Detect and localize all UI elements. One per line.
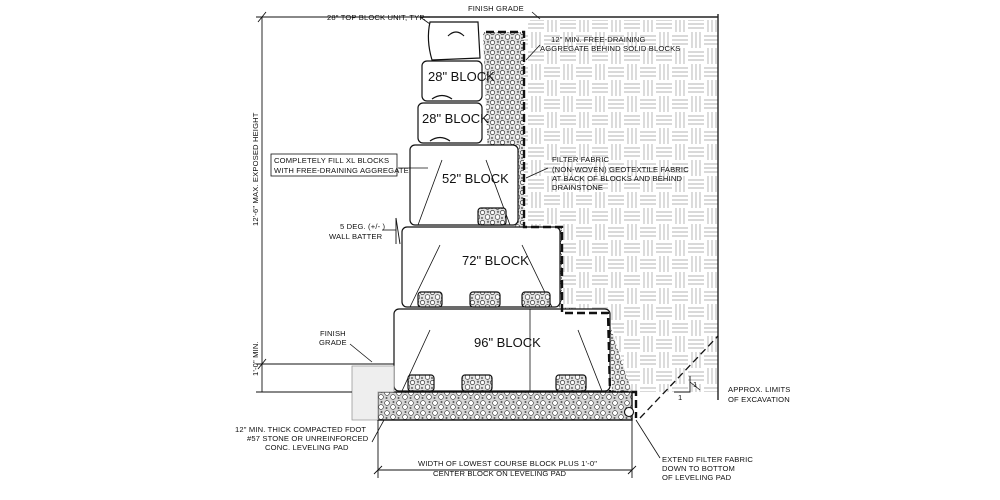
- leveling-pad-label-3: CONC. LEVELING PAD: [265, 443, 349, 452]
- top-block-unit-label: 28" TOP BLOCK UNIT, TYP.: [327, 13, 426, 22]
- finish-grade-label-2: GRADE: [319, 338, 347, 347]
- filter-fabric-label-3: AT BACK OF BLOCKS AND BEHIND: [552, 174, 682, 183]
- fill-xl-label-2: WITH FREE-DRAINING AGGREGATE: [274, 166, 409, 175]
- min-embed-dimension: [256, 364, 352, 393]
- fill-xl-label-1: COMPLETELY FILL XL BLOCKS: [274, 156, 389, 165]
- batter-indicator: [395, 217, 401, 245]
- block-96-label: 96" BLOCK: [474, 335, 541, 350]
- extend-fabric-label-2: DOWN TO BOTTOM: [662, 464, 735, 473]
- slope-rise-text: 1: [693, 380, 697, 389]
- filter-fabric-label-2: (NON-WOVEN) GEOTEXTILE FABRIC: [552, 165, 689, 174]
- block-course-28-top: [427, 21, 481, 61]
- batter-label-1: 5 DEG. (+/- ): [340, 222, 386, 231]
- free-draining-label-2: AGGREGATE BEHIND SOLID BLOCKS: [540, 44, 681, 53]
- block-course-96: [393, 308, 611, 392]
- min-embed-label: 1'-0" MIN.: [251, 341, 260, 376]
- free-draining-label-1: 12" MIN. FREE-DRAINING: [551, 35, 646, 44]
- extend-fabric-label-1: EXTEND FILTER FABRIC: [662, 455, 753, 464]
- leveling-pad: [377, 391, 635, 421]
- front-grade-soil: [351, 365, 395, 421]
- block-52-label: 52" BLOCK: [442, 171, 509, 186]
- finish-grade-top-label: FINISH GRADE: [468, 4, 524, 13]
- filter-fabric-label-1: FILTER FABRIC: [552, 155, 609, 164]
- batter-label-2: WALL BATTER: [329, 232, 383, 241]
- excavation-limit-line: [639, 335, 719, 419]
- leveling-pad-label-1: 12" MIN. THICK COMPACTED FDOT: [235, 425, 366, 434]
- backfill-soil: [524, 20, 718, 392]
- pad-width-dimension: [373, 420, 637, 478]
- leaders: [349, 11, 701, 459]
- block-72-label: 72" BLOCK: [462, 253, 529, 268]
- excavation-label-2: OF EXCAVATION: [728, 395, 790, 404]
- block-course-28-a: [421, 60, 483, 102]
- block-course-28-b: [417, 102, 483, 144]
- finish-grade-label-1: FINISH: [320, 329, 346, 338]
- filter-fabric-label-4: DRAINSTONE: [552, 183, 603, 192]
- pad-width-label-2: CENTER BLOCK ON LEVELING PAD: [433, 469, 567, 478]
- fill-xl-callout: COMPLETELY FILL XL BLOCKS WITH FREE-DRAI…: [270, 153, 409, 177]
- excavation-label-1: APPROX. LIMITS: [728, 385, 790, 394]
- slope-indicator: [674, 376, 691, 393]
- exposed-height-label: 12'-6" MAX. EXPOSED HEIGHT: [251, 112, 260, 226]
- block-course-52: [409, 144, 519, 226]
- block-course-72: [401, 226, 561, 308]
- slope-run-text: 1: [678, 393, 682, 402]
- block-28-a-label: 28" BLOCK: [428, 69, 495, 84]
- extend-fabric-label-3: OF LEVELING PAD: [662, 473, 732, 482]
- pad-width-label-1: WIDTH OF LOWEST COURSE BLOCK PLUS 1'-0": [418, 459, 597, 468]
- block-28-b-label: 28" BLOCK: [422, 111, 489, 126]
- leveling-pad-label-2: #57 STONE OR UNREINFORCED: [247, 434, 369, 443]
